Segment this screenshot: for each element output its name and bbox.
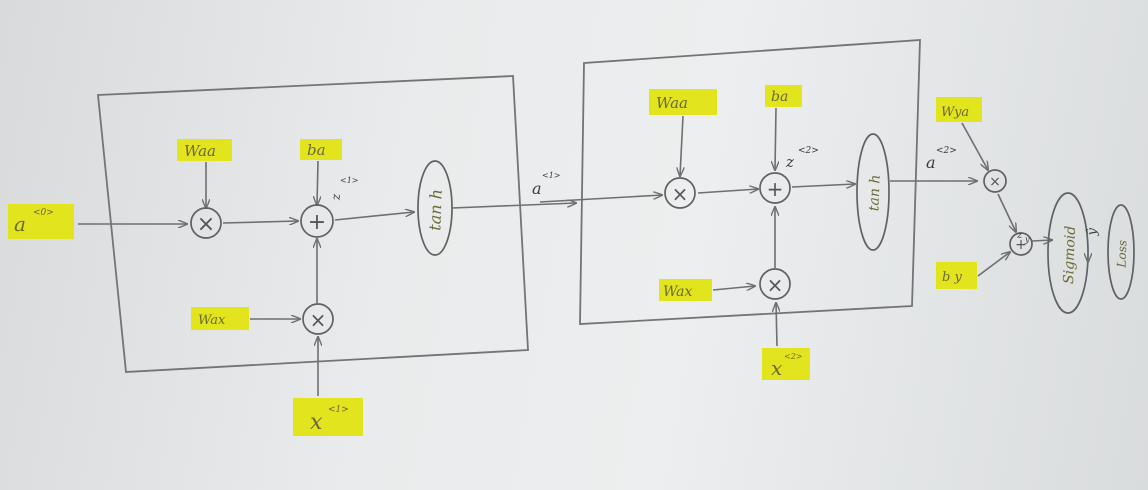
edge-add1-tanh1 [334, 212, 414, 221]
svg-text:×: × [672, 182, 689, 206]
x2-superscript: <2> [784, 352, 803, 361]
waa1-label: Waa [184, 142, 216, 160]
edge-wya-multy [961, 122, 988, 170]
a0-superscript: <0> [33, 208, 54, 218]
a0-highlight [8, 204, 74, 239]
edge-by-addy [977, 252, 1010, 277]
edge-ba2-add2 [775, 107, 776, 170]
wax1-highlight [191, 307, 249, 330]
ba2-label: ba [771, 89, 788, 105]
z2-label: z [785, 153, 794, 171]
ba2-highlight [765, 85, 802, 107]
edge-waa2-mult2 [680, 115, 683, 176]
waa2-label: Waa [656, 94, 688, 112]
mult-node-2: × [664, 177, 696, 209]
edge-wax2-mult2b [712, 286, 755, 290]
mult-node-2b: × [759, 268, 791, 300]
edge-add2-tanh2 [791, 184, 855, 187]
add-node-y: + [1009, 232, 1033, 256]
a2-label: a [926, 153, 936, 172]
svg-text:×: × [197, 212, 215, 237]
edge-mult1-add1 [222, 221, 298, 223]
a1-superscript: <1> [542, 171, 561, 180]
z1-label: z [329, 193, 343, 201]
wya-label: Wya [941, 105, 969, 120]
x1-highlight [293, 398, 363, 436]
edge-ba1-add1 [317, 160, 318, 205]
svg-text:×: × [767, 273, 784, 297]
zy-label: z [1016, 230, 1023, 241]
x2-highlight [762, 348, 810, 380]
sigmoid-label: Sigmoid [1061, 225, 1079, 284]
edge-x2-mult2b [776, 303, 777, 347]
a0-label: a [14, 212, 26, 236]
mult-node-1: × [190, 207, 222, 239]
zy-subscript: y [1024, 235, 1030, 244]
tanh-node-2 [856, 133, 890, 251]
svg-text:+: + [1015, 237, 1027, 253]
add-node-2: + [759, 172, 791, 204]
z2-superscript: <2> [798, 146, 819, 156]
svg-text:×: × [310, 308, 327, 332]
wya-highlight [936, 97, 982, 122]
svg-text:+: + [308, 210, 326, 235]
x1-label: x [310, 410, 323, 435]
tanh-label-2: tan h [866, 174, 883, 211]
a2-superscript: <2> [936, 146, 957, 156]
tanh-label-1: tan h [425, 189, 445, 231]
x2-label: x [771, 356, 782, 380]
yhat-label: ŷ [1085, 227, 1100, 237]
ba1-label: ba [307, 141, 326, 159]
edge-a1-mult2 [539, 195, 662, 203]
mult-node-1b: × [302, 303, 334, 335]
edge-tanh1-a1 [451, 203, 576, 209]
wax1-label: Wax [198, 313, 226, 328]
waa1-highlight [177, 139, 232, 161]
mult-node-y: × [983, 169, 1007, 193]
edge-multy-addy [997, 193, 1016, 232]
waa2-highlight [649, 89, 717, 115]
ba1-highlight [300, 139, 342, 160]
svg-text:+: + [767, 177, 784, 201]
wax2-label: Wax [663, 284, 693, 300]
wax2-highlight [659, 279, 712, 301]
a1-label: a [532, 179, 542, 198]
add-node-1: + [300, 204, 334, 238]
by-label: b y [942, 270, 962, 285]
loss-label: Loss [1114, 240, 1129, 269]
x1-superscript: <1> [328, 405, 349, 415]
by-highlight [936, 262, 977, 289]
z1-superscript: <1> [340, 176, 359, 185]
svg-text:×: × [989, 174, 1001, 190]
edge-mult2-add2 [697, 189, 758, 194]
rnn-cell-1-box [97, 75, 529, 373]
rnn-cell-2-box [579, 39, 921, 325]
loss-node [1107, 204, 1135, 300]
tanh-node-1 [417, 160, 453, 256]
